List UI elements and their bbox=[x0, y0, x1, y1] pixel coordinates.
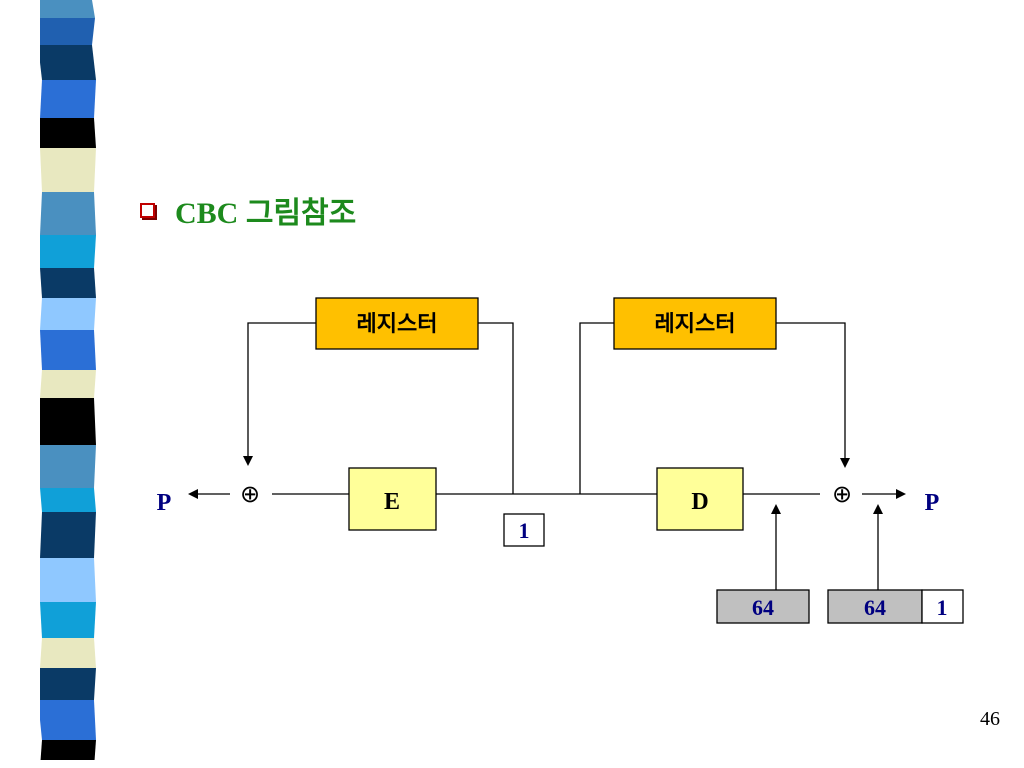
bullet-row: CBC 그림참조 bbox=[140, 190, 356, 230]
register-right: 레지스터 bbox=[613, 297, 777, 350]
bullet-text: CBC 그림참조 bbox=[175, 197, 357, 230]
line-register-left-to-bus bbox=[478, 322, 514, 494]
shift-block-left: 64 bbox=[716, 589, 810, 624]
register-right-label: 레지스터 bbox=[655, 312, 736, 337]
bit-label-middle: 1 bbox=[519, 518, 530, 543]
decrypt-label: D bbox=[691, 489, 708, 515]
shift-block-right-label: 64 bbox=[864, 595, 886, 620]
line-register-right-to-bus bbox=[579, 322, 614, 494]
register-left: 레지스터 bbox=[315, 297, 479, 350]
line-register-right-to-xor-right bbox=[776, 322, 850, 468]
line-register-left-to-xor-left bbox=[243, 322, 316, 466]
xor-left-icon: ⊕ bbox=[240, 480, 260, 508]
page-number: 46 bbox=[980, 708, 1000, 730]
shift-block-left-label: 64 bbox=[752, 595, 774, 620]
encrypt-label: E bbox=[384, 489, 400, 515]
output-left-label: P bbox=[157, 490, 172, 516]
connection-lines bbox=[188, 322, 906, 590]
encrypt-box: E bbox=[348, 467, 437, 531]
xor-right-icon: ⊕ bbox=[832, 480, 852, 508]
bullet-square-icon bbox=[140, 202, 155, 218]
shift-block-right: 64 1 bbox=[827, 589, 964, 624]
shift-block-right-bit: 1 bbox=[937, 595, 948, 620]
output-right-label: P bbox=[925, 490, 940, 516]
decorative-side-strip bbox=[0, 0, 120, 768]
bit-box-middle: 1 bbox=[503, 513, 545, 547]
decrypt-box: D bbox=[656, 467, 744, 531]
register-left-label: 레지스터 bbox=[357, 312, 438, 337]
